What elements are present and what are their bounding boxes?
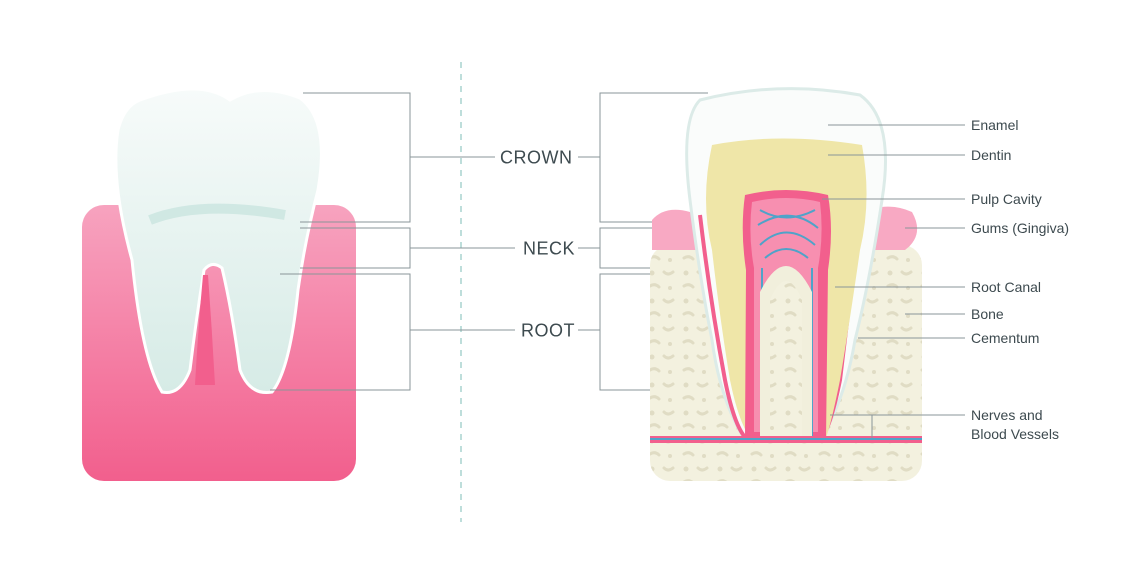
part-label-nerves-line1: Nerves and	[971, 407, 1043, 423]
part-label-dentin: Dentin	[971, 147, 1012, 163]
part-label-cementum: Cementum	[971, 330, 1040, 346]
pointer-lines	[822, 124, 965, 438]
left-brackets	[270, 92, 515, 391]
cross-section-tooth	[650, 87, 922, 481]
section-label-crown: CROWN	[500, 147, 573, 168]
external-tooth	[82, 87, 356, 481]
part-label-enamel: Enamel	[971, 117, 1019, 133]
part-label-gums: Gums (Gingiva)	[971, 220, 1070, 236]
part-label-pulp-cavity: Pulp Cavity	[971, 191, 1042, 207]
part-label-bone: Bone	[971, 306, 1004, 322]
part-label-root-canal: Root Canal	[971, 279, 1042, 295]
section-label-root: ROOT	[521, 320, 575, 341]
tooth-outline	[114, 87, 323, 395]
part-label-nerves-line2: Blood Vessels	[971, 426, 1059, 442]
section-label-neck: NECK	[523, 238, 576, 259]
